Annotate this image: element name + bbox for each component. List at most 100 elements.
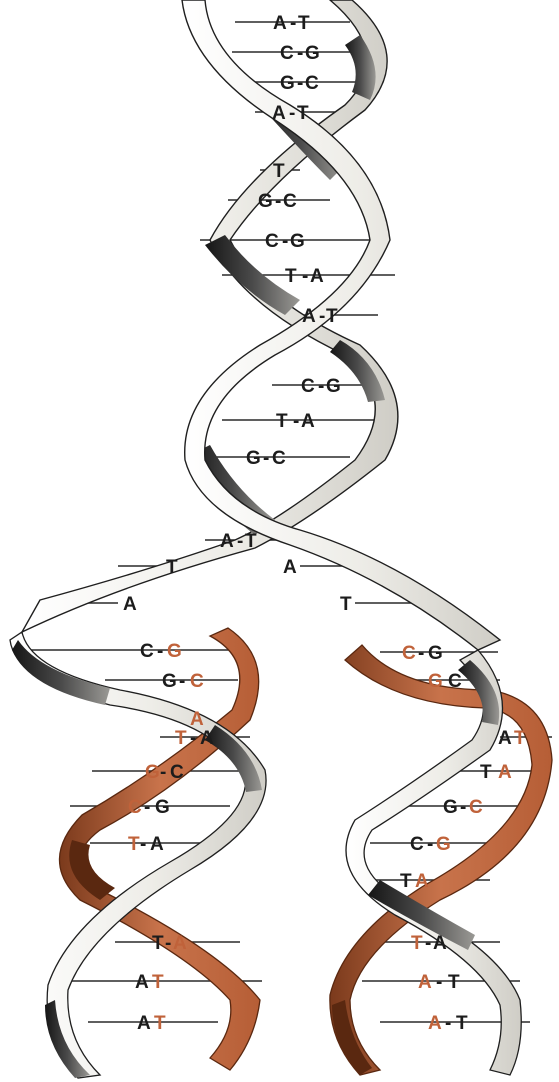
- base-pair-label: A - T: [418, 972, 460, 993]
- new-base-label: C: [128, 797, 142, 818]
- base-pair-label: G - C: [280, 73, 319, 94]
- base-pair-label: C - G: [280, 43, 320, 64]
- pair-dash: -: [179, 671, 185, 692]
- base-label: G: [258, 191, 273, 212]
- base-label: T: [298, 13, 310, 34]
- base-label: T: [400, 871, 412, 892]
- new-base-label: T: [128, 834, 140, 855]
- pair-dash: -: [297, 73, 303, 94]
- base-label: A: [220, 531, 234, 552]
- new-base-label: A: [498, 762, 512, 783]
- new-base-label: G: [428, 671, 443, 692]
- base-pair-label: A - T: [428, 1013, 468, 1034]
- new-base-label: G: [145, 762, 160, 783]
- pair-dash: -: [165, 933, 171, 954]
- base-pair-label: G - C: [162, 671, 204, 692]
- new-base-label: T: [154, 1013, 166, 1034]
- pair-dash: -: [418, 643, 424, 664]
- base-pair-label: C - G: [410, 834, 451, 855]
- pair-dash: -: [427, 834, 433, 855]
- base-label: C: [265, 231, 279, 252]
- pair-dash: -: [436, 972, 442, 993]
- base-pair-label: T A: [480, 762, 512, 783]
- base-label: G: [290, 231, 305, 252]
- base-label: T: [273, 161, 285, 182]
- base-label: C: [301, 376, 315, 397]
- base-label: G: [305, 43, 320, 64]
- new-base-label: T: [411, 933, 423, 954]
- base-label: T: [456, 1013, 468, 1034]
- base-label: A: [272, 103, 286, 124]
- base-label: T: [152, 933, 164, 954]
- base-pair-label: T - A: [175, 728, 214, 749]
- base-label: C: [410, 834, 424, 855]
- new-base-label: T: [514, 728, 526, 749]
- base-label: A: [135, 972, 149, 993]
- pair-dash: -: [460, 797, 466, 818]
- pair-dash: -: [297, 43, 303, 64]
- parent-helix: [22, 0, 500, 650]
- new-base-label: A: [190, 709, 204, 730]
- base-label: C: [283, 191, 297, 212]
- unpaired-base-label: T: [166, 557, 178, 578]
- new-base-label: T: [175, 728, 187, 749]
- pair-dash: -: [282, 231, 288, 252]
- pair-dash: -: [302, 266, 308, 287]
- base-label: G: [246, 448, 261, 469]
- base-pair-label: G - C: [246, 448, 286, 469]
- base-pair-label: C - G: [301, 376, 341, 397]
- base-label: C: [272, 448, 286, 469]
- base-pair-label: G - C: [145, 762, 184, 783]
- new-base-label: C: [190, 671, 204, 692]
- base-pair-label: T - A: [276, 411, 315, 432]
- pair-dash: -: [319, 306, 325, 327]
- base-pair-label: T: [273, 161, 285, 182]
- base-pair-label: T - A: [152, 933, 187, 954]
- base-label: T: [480, 762, 492, 783]
- base-label: A: [433, 933, 447, 954]
- new-base-label: C: [469, 797, 483, 818]
- pair-dash: -: [445, 1013, 451, 1034]
- parent-strand-back: [22, 0, 398, 632]
- pair-dash: -: [275, 191, 281, 212]
- base-pair-label: A - T: [273, 13, 310, 34]
- pair-dash: -: [293, 411, 299, 432]
- base-label: A: [310, 266, 324, 287]
- new-base-label: A: [418, 972, 432, 993]
- base-label: A: [137, 1013, 151, 1034]
- base-pair-label: T - A: [285, 266, 324, 287]
- base-pair-label: T - A: [411, 933, 447, 954]
- pair-dash: -: [157, 641, 163, 662]
- base-label: C: [448, 671, 462, 692]
- unpaired-base-label: A: [123, 594, 137, 615]
- pair-dash: -: [289, 103, 295, 124]
- base-label: G: [326, 376, 341, 397]
- base-label: G: [443, 797, 458, 818]
- base-pair-label: G - C: [443, 797, 483, 818]
- base-label: G: [155, 797, 170, 818]
- base-label: G: [162, 671, 177, 692]
- base-label: A: [273, 13, 287, 34]
- base-label: A: [301, 411, 315, 432]
- base-label: A: [302, 306, 316, 327]
- pair-dash: -: [144, 797, 150, 818]
- pair-dash: -: [290, 13, 296, 34]
- base-pair-label: A - T: [302, 306, 338, 327]
- pair-dash: -: [190, 728, 196, 749]
- base-pair-label: A T: [135, 972, 164, 993]
- pair-dash: -: [237, 531, 243, 552]
- base-pair-label: C - G: [140, 641, 182, 662]
- new-base-label: G: [436, 834, 451, 855]
- base-pair-label: A T: [137, 1013, 166, 1034]
- base-pair-label: A: [190, 709, 204, 730]
- base-label: T: [326, 306, 338, 327]
- base-pair-label: A - T: [220, 531, 257, 552]
- unpaired-base-label: A: [283, 557, 297, 578]
- new-base-label: T: [152, 972, 164, 993]
- base-pair-label: G - C: [258, 191, 297, 212]
- pair-dash: -: [425, 933, 431, 954]
- base-pair-label: C - G: [265, 231, 305, 252]
- base-pair-label: A - T: [272, 103, 309, 124]
- base-label: C: [140, 641, 154, 662]
